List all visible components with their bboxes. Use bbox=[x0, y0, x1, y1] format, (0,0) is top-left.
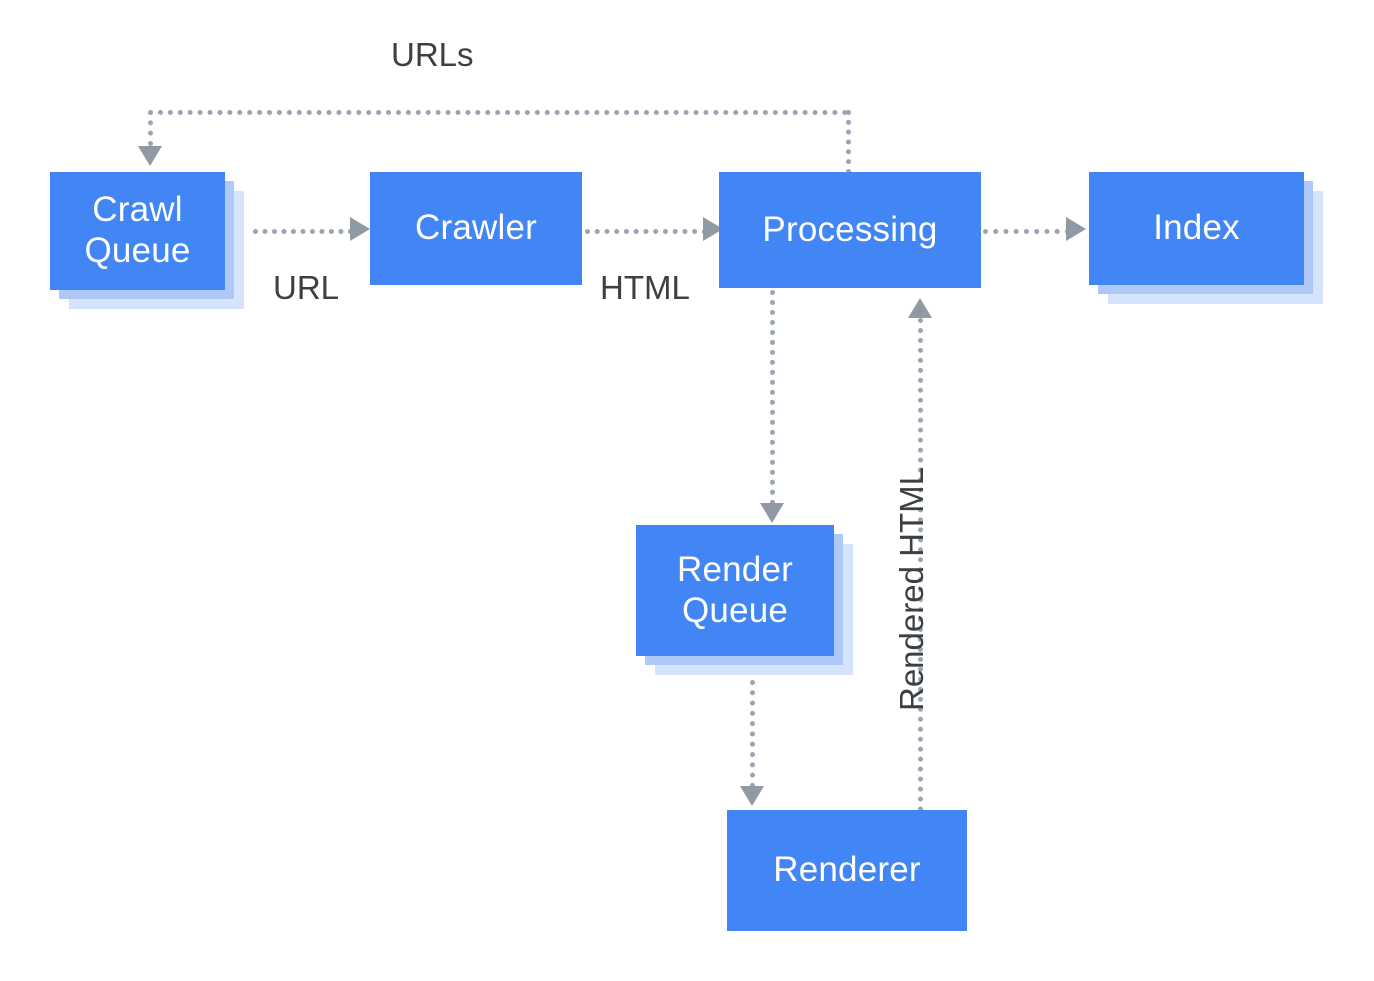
node-crawl-queue[interactable]: Crawl Queue bbox=[50, 172, 244, 309]
node-processing-label: Processing bbox=[762, 209, 938, 249]
node-processing-face: Processing bbox=[719, 172, 981, 288]
edge-label-url: URL bbox=[273, 269, 340, 306]
node-render-queue-label: Render Queue bbox=[677, 549, 793, 630]
node-renderer-label: Renderer bbox=[773, 850, 921, 890]
edge-processing-to-crawl-queue-riser bbox=[846, 110, 851, 174]
node-index-label: Index bbox=[1153, 208, 1240, 248]
edge-crawl-queue-to-crawler-line bbox=[253, 229, 353, 234]
arrowhead-into-render-queue bbox=[760, 503, 784, 523]
node-crawler-label: Crawler bbox=[415, 208, 537, 248]
edge-crawler-to-processing-line bbox=[585, 229, 707, 234]
edge-label-rendered-html: Rendered HTML bbox=[893, 467, 930, 711]
node-index-face: Index bbox=[1089, 172, 1304, 285]
node-render-queue-face: Render Queue bbox=[636, 525, 834, 656]
edge-renderer-to-processing-line bbox=[918, 318, 923, 812]
node-crawler[interactable]: Crawler bbox=[370, 172, 582, 285]
arrowhead-into-crawl-queue bbox=[138, 146, 162, 166]
edge-processing-to-index-line bbox=[983, 229, 1070, 234]
node-renderer-face: Renderer bbox=[727, 810, 967, 931]
node-crawl-queue-face: Crawl Queue bbox=[50, 172, 225, 290]
node-renderer[interactable]: Renderer bbox=[727, 810, 967, 931]
arrowhead-into-crawler bbox=[350, 217, 370, 241]
edge-label-html: HTML bbox=[600, 269, 690, 306]
edge-render-queue-to-renderer-line bbox=[750, 680, 755, 788]
node-crawler-face: Crawler bbox=[370, 172, 582, 285]
node-crawl-queue-label: Crawl Queue bbox=[84, 190, 191, 270]
arrowhead-into-index bbox=[1066, 217, 1086, 241]
node-render-queue[interactable]: Render Queue bbox=[636, 525, 853, 675]
edge-processing-to-crawl-queue-span bbox=[148, 110, 848, 115]
edge-label-urls: URLs bbox=[391, 36, 474, 73]
arrowhead-into-processing-rendered bbox=[908, 298, 932, 318]
node-processing[interactable]: Processing bbox=[719, 172, 981, 288]
arrowhead-into-renderer bbox=[740, 786, 764, 806]
edge-processing-to-render-queue-line bbox=[770, 290, 775, 505]
edge-processing-to-crawl-queue-drop bbox=[148, 110, 153, 146]
arrowhead-into-processing bbox=[703, 217, 723, 241]
node-index[interactable]: Index bbox=[1089, 172, 1323, 304]
